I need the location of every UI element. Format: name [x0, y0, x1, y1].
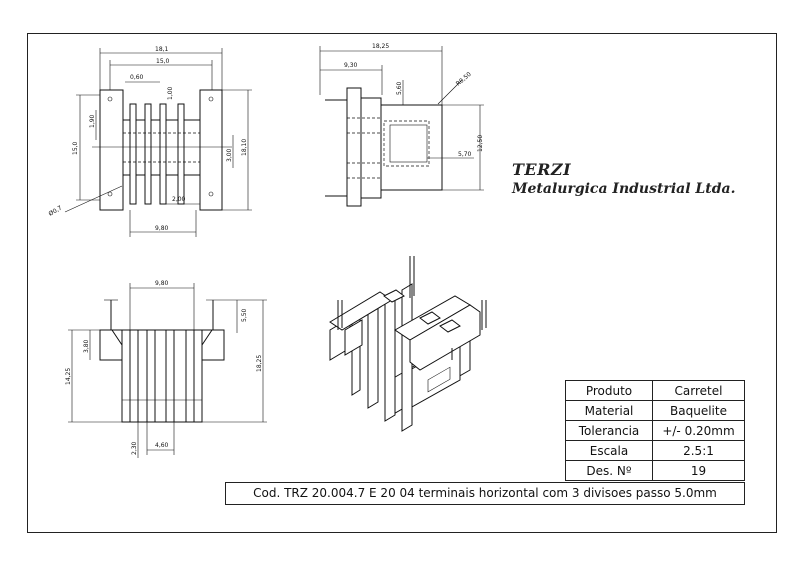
dim-bottom-pin-block: 3,80	[83, 339, 90, 353]
dim-side-depth: 9,30	[344, 62, 358, 69]
dim-side-height: 12,50	[477, 135, 484, 152]
row-label: Des. Nº	[565, 460, 653, 481]
side-view: 18,25 9,30 5,60 R0,50 12,50 5,70	[319, 43, 484, 207]
dim-front-height: 15,0	[72, 141, 79, 155]
table-row: Des. Nº 19	[565, 460, 745, 481]
table-row: Material Baquelite	[565, 400, 745, 421]
dim-side-radius: R0,50	[455, 71, 473, 88]
dim-front-flange: 0,60	[130, 74, 144, 81]
row-value: 2.5:1	[652, 440, 745, 461]
row-value: +/- 0.20mm	[652, 420, 745, 441]
dim-front-side-left: 1,90	[89, 114, 96, 128]
dim-bottom-foot: 2,30	[131, 441, 138, 455]
dim-side-window: 5,70	[458, 151, 472, 158]
dim-side-top: 5,60	[396, 81, 403, 95]
company-name: TERZI	[512, 160, 572, 179]
dim-side-overall: 18,25	[372, 43, 389, 50]
dim-bottom-height: 14,25	[65, 368, 72, 385]
table-row: Tolerancia +/- 0.20mm	[565, 420, 745, 441]
dim-front-pitch: 2,00	[172, 196, 186, 203]
title-block-table: Produto Carretel Material Baquelite Tole…	[565, 380, 745, 481]
dim-bottom-width: 9,80	[155, 280, 169, 287]
row-value: Baquelite	[652, 400, 745, 421]
row-label: Tolerancia	[565, 420, 653, 441]
row-value: Carretel	[652, 380, 745, 401]
row-value: 19	[652, 460, 745, 481]
dim-front-slot: 3,00	[226, 148, 233, 162]
dim-front-height-right: 18,10	[241, 139, 248, 156]
front-view: 18,1 15,0 0,60 1,00 15,0 1,90	[48, 46, 252, 237]
table-row: Produto Carretel	[565, 380, 745, 401]
product-code: Cod. TRZ 20.004.7 E 20 04 terminais hori…	[225, 482, 745, 505]
dim-front-pin: Ø0,7	[48, 204, 64, 217]
drawing-frame	[27, 33, 777, 533]
dim-front-inner-width: 15,0	[156, 58, 170, 65]
company-block: TERZI Metalurgica Industrial Ltda.	[512, 160, 735, 197]
dim-bottom-pitch: 4,60	[155, 442, 169, 449]
dim-front-gap: 1,00	[167, 86, 174, 100]
row-label: Produto	[565, 380, 653, 401]
row-label: Material	[565, 400, 653, 421]
isometric-view	[329, 256, 487, 432]
row-label: Escala	[565, 440, 653, 461]
table-row: Escala 2.5:1	[565, 440, 745, 461]
dim-front-base: 9,80	[155, 225, 169, 232]
company-subtitle: Metalurgica Industrial Ltda.	[512, 181, 736, 197]
dim-front-overall-width: 18,1	[155, 46, 169, 53]
bottom-view: 9,80 5,50 18,25 3,80 14,25 2,30	[65, 280, 267, 458]
dim-bottom-pin-height: 5,50	[241, 308, 248, 322]
dim-bottom-height-right: 18,25	[256, 355, 263, 372]
